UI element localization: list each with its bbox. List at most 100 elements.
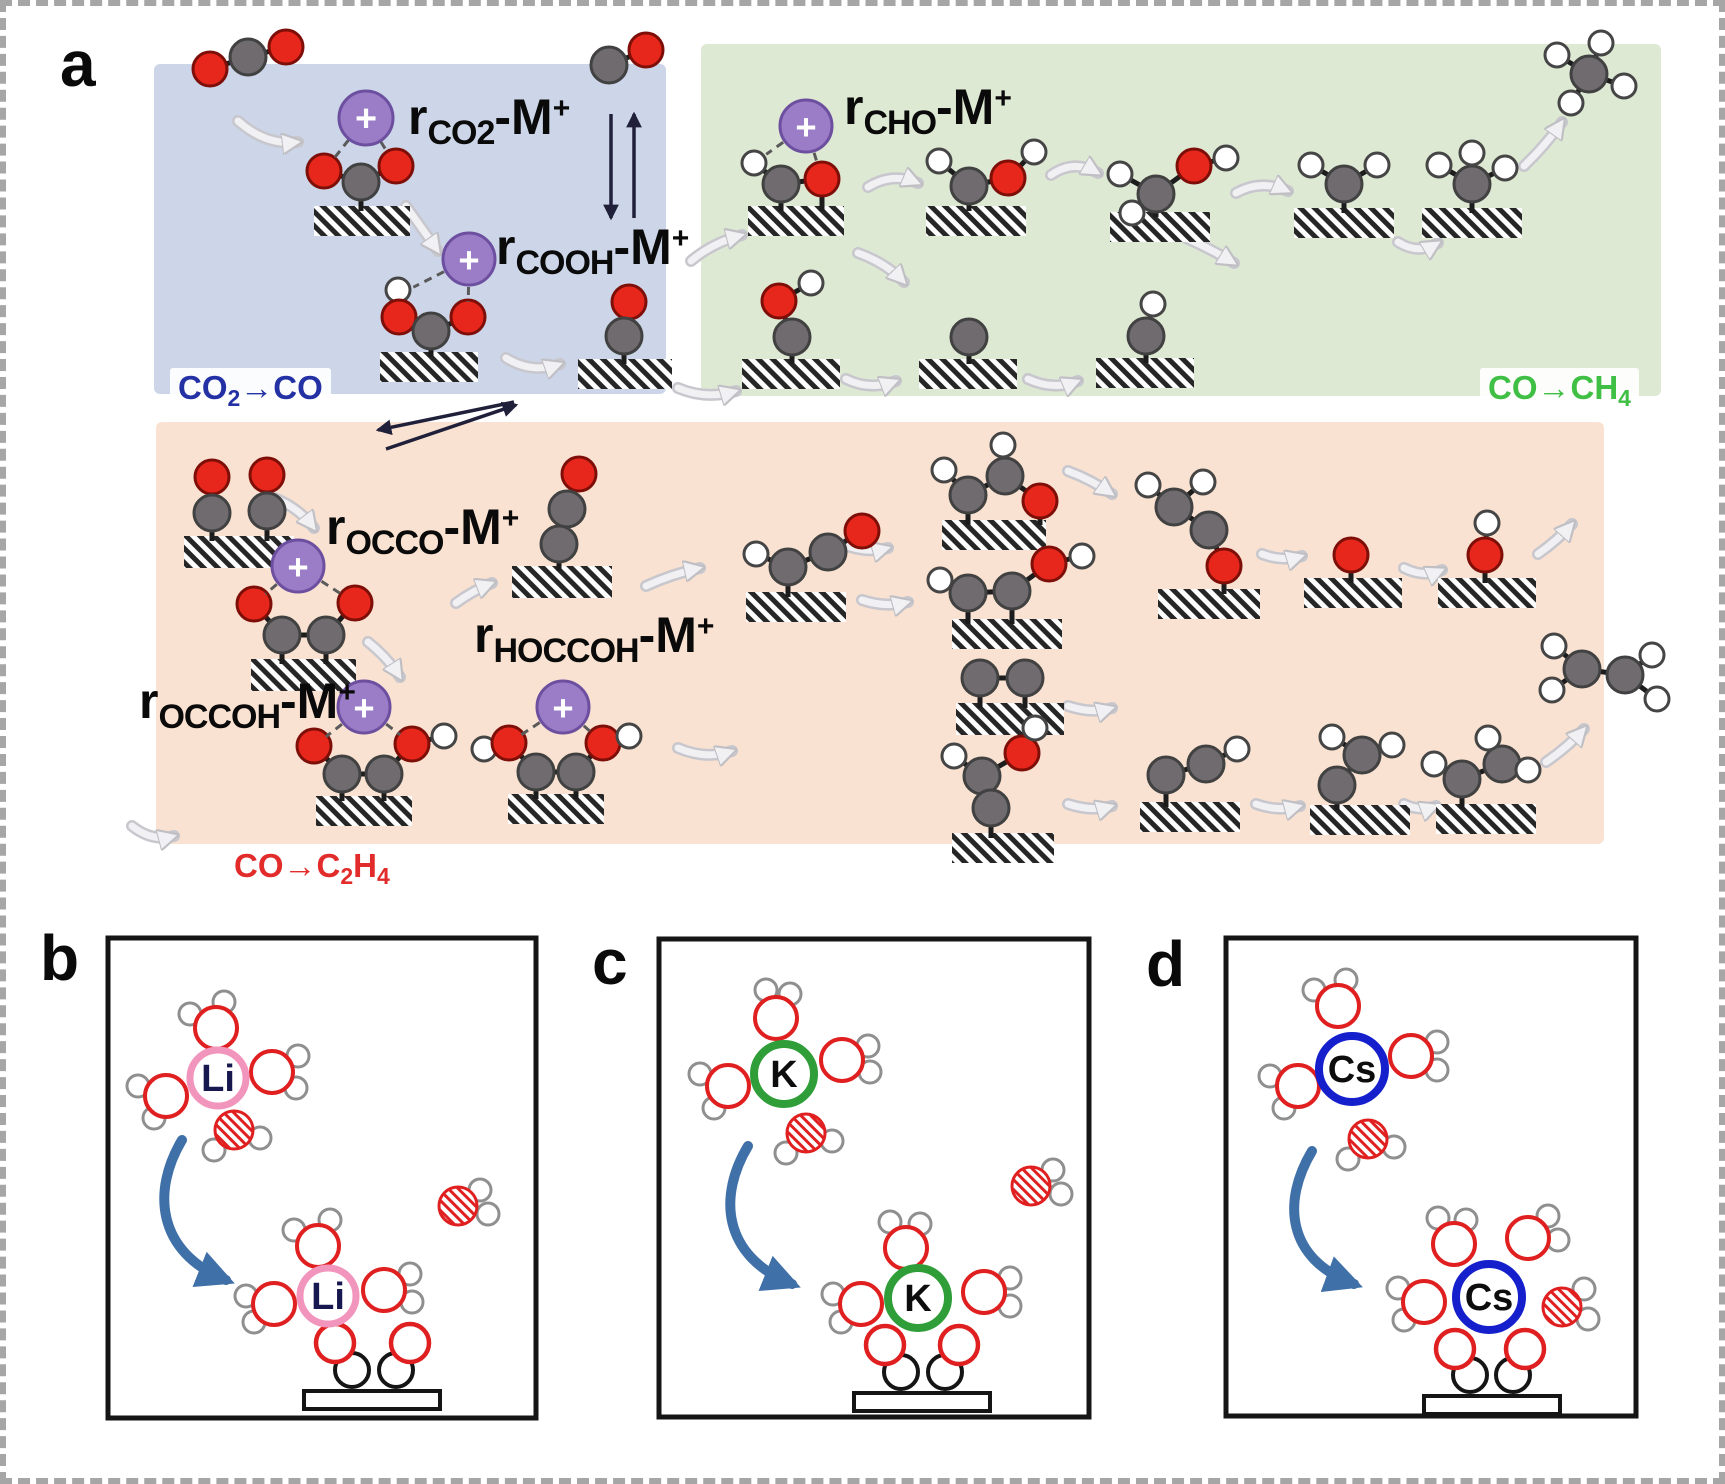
atom-O [1030, 545, 1068, 583]
water-molecule [753, 977, 803, 1041]
water-molecule [361, 1261, 425, 1315]
mol-co2-gas [191, 28, 305, 88]
co2-intermediate [201, 1109, 273, 1163]
atom-C [761, 164, 801, 204]
symbol-text: + [552, 688, 573, 729]
cation-ring [186, 1046, 250, 1110]
water-molecule [877, 1209, 933, 1271]
atom-H [1363, 151, 1391, 179]
cation-m-on-hoccoh: + [520, 679, 593, 736]
atom-C [949, 166, 989, 206]
atom-C [948, 573, 988, 613]
atom-H [1420, 750, 1448, 778]
atom-C [768, 547, 808, 587]
water-molecule [819, 1033, 883, 1085]
atom-C [772, 317, 812, 357]
water-oxygen [753, 995, 799, 1041]
atom-C [808, 532, 848, 572]
reaction-arrow [452, 583, 492, 607]
atom-C [1154, 487, 1194, 527]
atom-H [1557, 89, 1585, 117]
atom-H [1212, 144, 1240, 172]
atom-H [1610, 72, 1638, 100]
atom-O [377, 147, 415, 185]
electrode-bar [302, 1389, 442, 1411]
water-oxygen [1275, 1063, 1321, 1109]
cation-circle [270, 538, 326, 594]
atom-C [1126, 316, 1166, 356]
atom-O [380, 298, 418, 336]
reaction-arrow [1024, 375, 1078, 386]
cation-migration-arrow [1289, 1146, 1363, 1292]
atom-H [1318, 723, 1346, 751]
atom-O [760, 282, 798, 320]
reaction-arrow [642, 568, 700, 590]
catalyst-surface [251, 659, 356, 691]
atom-C [539, 524, 579, 564]
mol-ch2cho-adsorbed [1134, 468, 1260, 619]
atom-H [1543, 41, 1571, 69]
atom-H [1068, 542, 1096, 570]
mol-cc-adsorbed [956, 658, 1064, 735]
atom-C [341, 162, 381, 202]
mol-cho-adsorbed [740, 149, 844, 236]
panel-b-label: b [40, 922, 80, 994]
atom-H [1474, 724, 1502, 752]
hatched-species [213, 1109, 255, 1151]
reaction-arrow [674, 744, 732, 755]
cation-cs: Cs [1452, 1260, 1526, 1334]
water-oxygen [1401, 1279, 1447, 1325]
cation-m-on-cho: + [765, 98, 834, 166]
label-r-cooh: rCOOH-M+ [496, 219, 690, 282]
water-oxygen [838, 1281, 884, 1327]
atom-C [247, 491, 287, 531]
atom-H [1118, 199, 1146, 227]
atom-C [192, 493, 232, 533]
adsorbed-oxygen [937, 1323, 981, 1367]
mol-o-adsorbed [1304, 536, 1402, 608]
hatched-species [1541, 1286, 1583, 1328]
atom-H [740, 149, 768, 177]
catalyst-surface [1158, 589, 1260, 619]
water-oxygen [1388, 1033, 1434, 1079]
atom-H [1514, 756, 1542, 784]
equilibrium-arrows [375, 111, 642, 451]
atom-C [364, 754, 404, 794]
water-oxygen [1505, 1215, 1551, 1261]
panel-c-label: c [592, 926, 628, 998]
cation-circle [535, 679, 591, 735]
adsorbed-oxygen [863, 1323, 907, 1367]
atom-C [1569, 54, 1609, 94]
atom-O [267, 28, 305, 66]
atom-H [1538, 676, 1566, 704]
catalyst-surface [1310, 805, 1410, 835]
cation-ring [296, 1264, 360, 1328]
water-molecule [177, 989, 239, 1051]
atom-C [1186, 744, 1226, 784]
cation-li: Li [186, 1046, 250, 1110]
atom-O [627, 31, 665, 69]
atom-C [992, 571, 1032, 611]
atom-H [1425, 151, 1453, 179]
water-molecule [1505, 1203, 1571, 1261]
mol-oh-adsorbed [1438, 509, 1536, 608]
water-oxygen [251, 1281, 297, 1327]
atom-C [949, 317, 989, 357]
atom-C [1189, 510, 1229, 550]
atom-C [411, 311, 451, 351]
atom-H [1378, 731, 1406, 759]
catalyst-surface [926, 206, 1026, 236]
atom-O [449, 298, 487, 336]
atom-C [604, 316, 644, 356]
cation-coordination-bond [332, 117, 368, 161]
catalyst-surface [1140, 802, 1240, 832]
cation-cs: Cs [1315, 1032, 1389, 1106]
atom-C [1442, 759, 1482, 799]
atom-H [926, 566, 954, 594]
atom-O [1003, 734, 1041, 772]
cation-ring [1452, 1260, 1526, 1334]
water-molecule [1388, 1029, 1450, 1083]
symbol-text: + [353, 688, 374, 729]
co2-intermediate [1010, 1157, 1074, 1207]
